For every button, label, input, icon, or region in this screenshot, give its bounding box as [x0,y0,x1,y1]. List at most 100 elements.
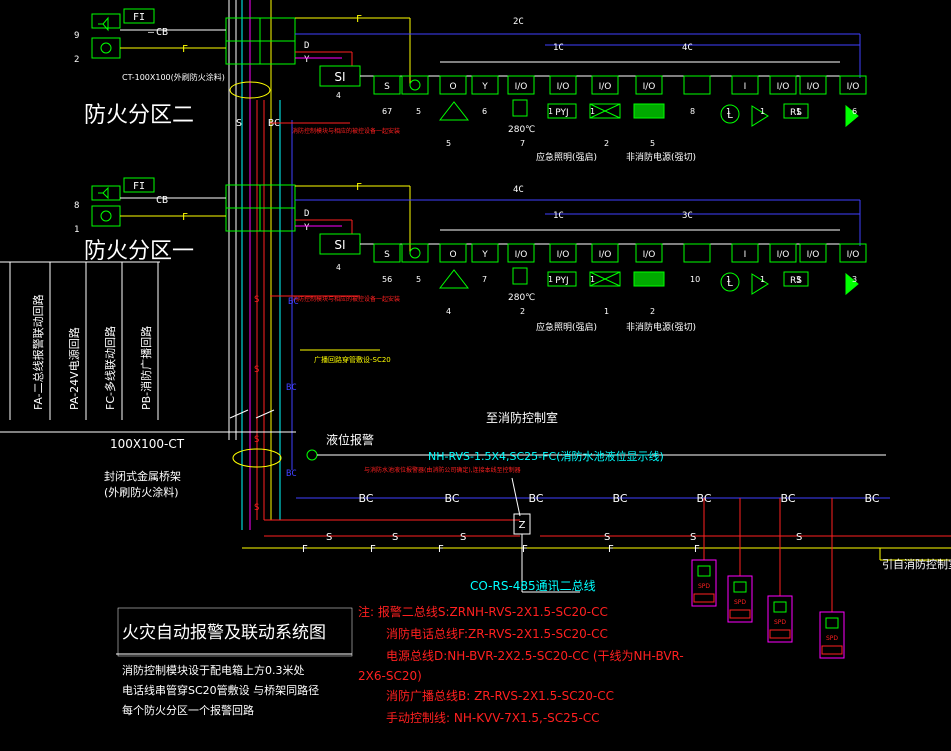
note-right-2: 消防电话总线F:ZR-RVS-2X1.5-SC20-CC [386,626,608,641]
zone2-cable-spec: CT-100X100(外刷防火涂料) [122,72,225,82]
tray-desc1: 封闭式金属桥架 [104,469,181,483]
device-count: 7 [520,139,525,148]
zone2-fi-label: FI [133,12,145,23]
device-count: 5 [650,139,655,148]
zone1-wire-1c: 1C [553,211,564,221]
fire-damper-icon [512,99,528,117]
pyj-box [547,271,577,287]
tray-size: 100X100-CT [110,437,185,451]
io-module [799,243,827,263]
tray-ellipse [232,448,282,468]
svg-text:BC: BC [288,297,299,307]
spd-label: SPD [734,599,746,606]
device-count: 2 [604,139,609,148]
io-module [549,243,577,263]
zone2-wire-4c: 4C [682,43,693,53]
bus-label-bc: BC [358,492,373,505]
svg-text:4: 4 [336,91,341,100]
note-right-1: 注: 报警二总线S:ZRNH-RVS-2X1.5-SC20-CC [358,604,608,619]
device-count: 6 [852,107,857,116]
zone1-title: 防火分区一 [84,239,194,264]
zone1-power-label: 非消防电源(强切) [626,321,696,333]
level-cable: NH-RVS-1.5X4,SC25-FC(消防水池液位显示线) [428,449,664,463]
bus-label-s: S [392,532,398,543]
zone2-si: SI [334,70,345,84]
note-right-4: 2X6-SC20) [358,669,422,683]
device-count: 7 [482,275,487,284]
manual-alarm-icon [401,75,429,95]
telephone-icon [91,37,121,59]
device-count: 2 [520,307,525,316]
svg-text:S: S [254,435,259,445]
level-switch-icon [720,272,740,292]
io-module [769,75,797,95]
bus-label-s: S [604,532,610,543]
svg-text:S: S [254,365,259,375]
device-count: 1 [726,107,731,116]
manual-alarm-icon [401,243,429,263]
tray-desc2: (外刷防火涂料) [104,485,179,499]
zone1-y: Y [304,223,310,233]
device-label: S [384,250,390,260]
device-label: I/O [557,250,570,260]
zone1-d: D [304,209,309,219]
io-module [635,243,663,263]
device-label: O [449,82,456,92]
zone-1: FI 8 1 CB F 防火分区一 F 4C D Y SI 4 消防控制模块与相… [74,177,867,333]
bus-label-fa: FA-二总线报警联动回路 [31,294,45,410]
device-label: I [744,250,747,260]
bus-label-s: S [796,532,802,543]
spd-box [727,575,753,623]
io-module [839,75,867,95]
zone1-cb-label: CB [156,195,168,206]
flow-switch-icon [683,243,711,263]
spd-box [767,595,793,643]
device-count: 1 [590,107,595,116]
level-alarm: 液位报警 [326,432,374,447]
svg-text:BC: BC [286,383,297,393]
device-count: 1 [760,107,765,116]
zone1-wire-4c: 3C [682,211,693,221]
bus-label-fc: FC-多线联动回路 [103,326,117,410]
device-count: 3 [852,275,857,284]
spd-box [691,559,717,607]
bus-label-s: S [460,532,466,543]
input-module [731,243,759,263]
zone2-f-label: F [182,44,188,55]
power-cut-icon [633,271,665,287]
fire-damper-icon [512,267,528,285]
temp-label: 280℃ [508,293,535,303]
device-label: I/O [643,250,656,260]
flow-switch-icon [683,75,711,95]
device-count: 5 [416,275,421,284]
device-label: S [384,82,390,92]
lower-buses [242,477,951,561]
device-count: 67 [382,107,392,116]
device-label: Y [481,82,488,92]
device-label: I/O [557,82,570,92]
zone2-note: 消防控制模块与相应的被控设备一起安装 [292,127,400,135]
from-control-room: 引自消防控制室 [882,557,951,571]
zone2-d: D [304,41,309,51]
device-label: I/O [807,82,820,92]
rs-box [783,271,809,287]
bus-label-f: F [370,544,376,555]
device-count: 6 [482,107,487,116]
note-right-3: 电源总线D:NH-BVR-2X2.5-SC20-CC (干线为NH-BVR- [386,649,684,663]
svg-text:S: S [254,295,259,305]
zone1-wire-2c: 4C [513,185,524,195]
broadcast-note: 广播回路穿管敷设-SC20 [314,355,391,364]
pyj-label: PYJ [555,276,568,286]
note-right-5: 消防广播总线B: ZR-RVS-2X1.5-SC20-CC [386,688,614,703]
smoke-detector-icon [373,243,401,263]
device-count: 1 [548,275,553,284]
riser-markers: S BC S BC S BC S [229,295,299,513]
zone1-f-label: F [182,212,188,223]
io-module [769,243,797,263]
bus-label-bc: BC [864,492,879,505]
svg-text:S: S [254,503,259,513]
